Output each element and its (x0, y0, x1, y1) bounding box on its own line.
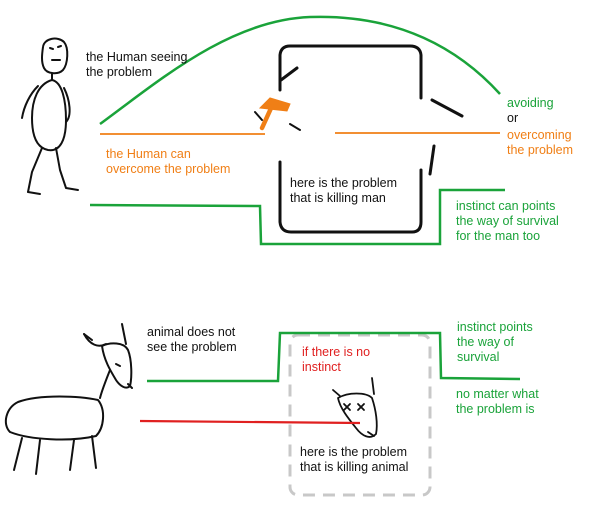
label-overcoming: overcoming the problem (507, 128, 574, 157)
label-or: or (507, 111, 519, 125)
stick-human-icon (21, 37, 79, 195)
green-arc-line (99, 15, 501, 126)
hammer-icon (254, 97, 301, 131)
green-instinct-line-animal (147, 331, 521, 383)
green-instinct-line-man (89, 188, 505, 246)
label-human-seeing: the Human seeing the problem (86, 50, 188, 79)
label-animal-not-see: animal does not see the problem (147, 325, 237, 354)
problem-box-man (278, 44, 464, 234)
label-instinct-man: instinct can points the way of survival … (456, 199, 559, 243)
label-instinct-points: instinct points the way of survival (457, 320, 533, 364)
dead-deer-head-icon (332, 377, 378, 438)
dashed-hypothesis-box (288, 333, 432, 497)
deer-icon (4, 323, 133, 475)
label-human-can-overcome: the Human can overcome the problem (106, 147, 231, 176)
red-no-instinct-line (139, 419, 361, 425)
label-if-no-instinct: if there is no instinct (302, 345, 371, 374)
label-problem-killing-animal: here is the problem that is killing anim… (300, 445, 409, 474)
label-avoiding: avoiding (507, 96, 554, 110)
label-no-matter: no matter what the problem is (456, 387, 539, 416)
label-problem-killing-man: here is the problem that is killing man (290, 176, 398, 205)
